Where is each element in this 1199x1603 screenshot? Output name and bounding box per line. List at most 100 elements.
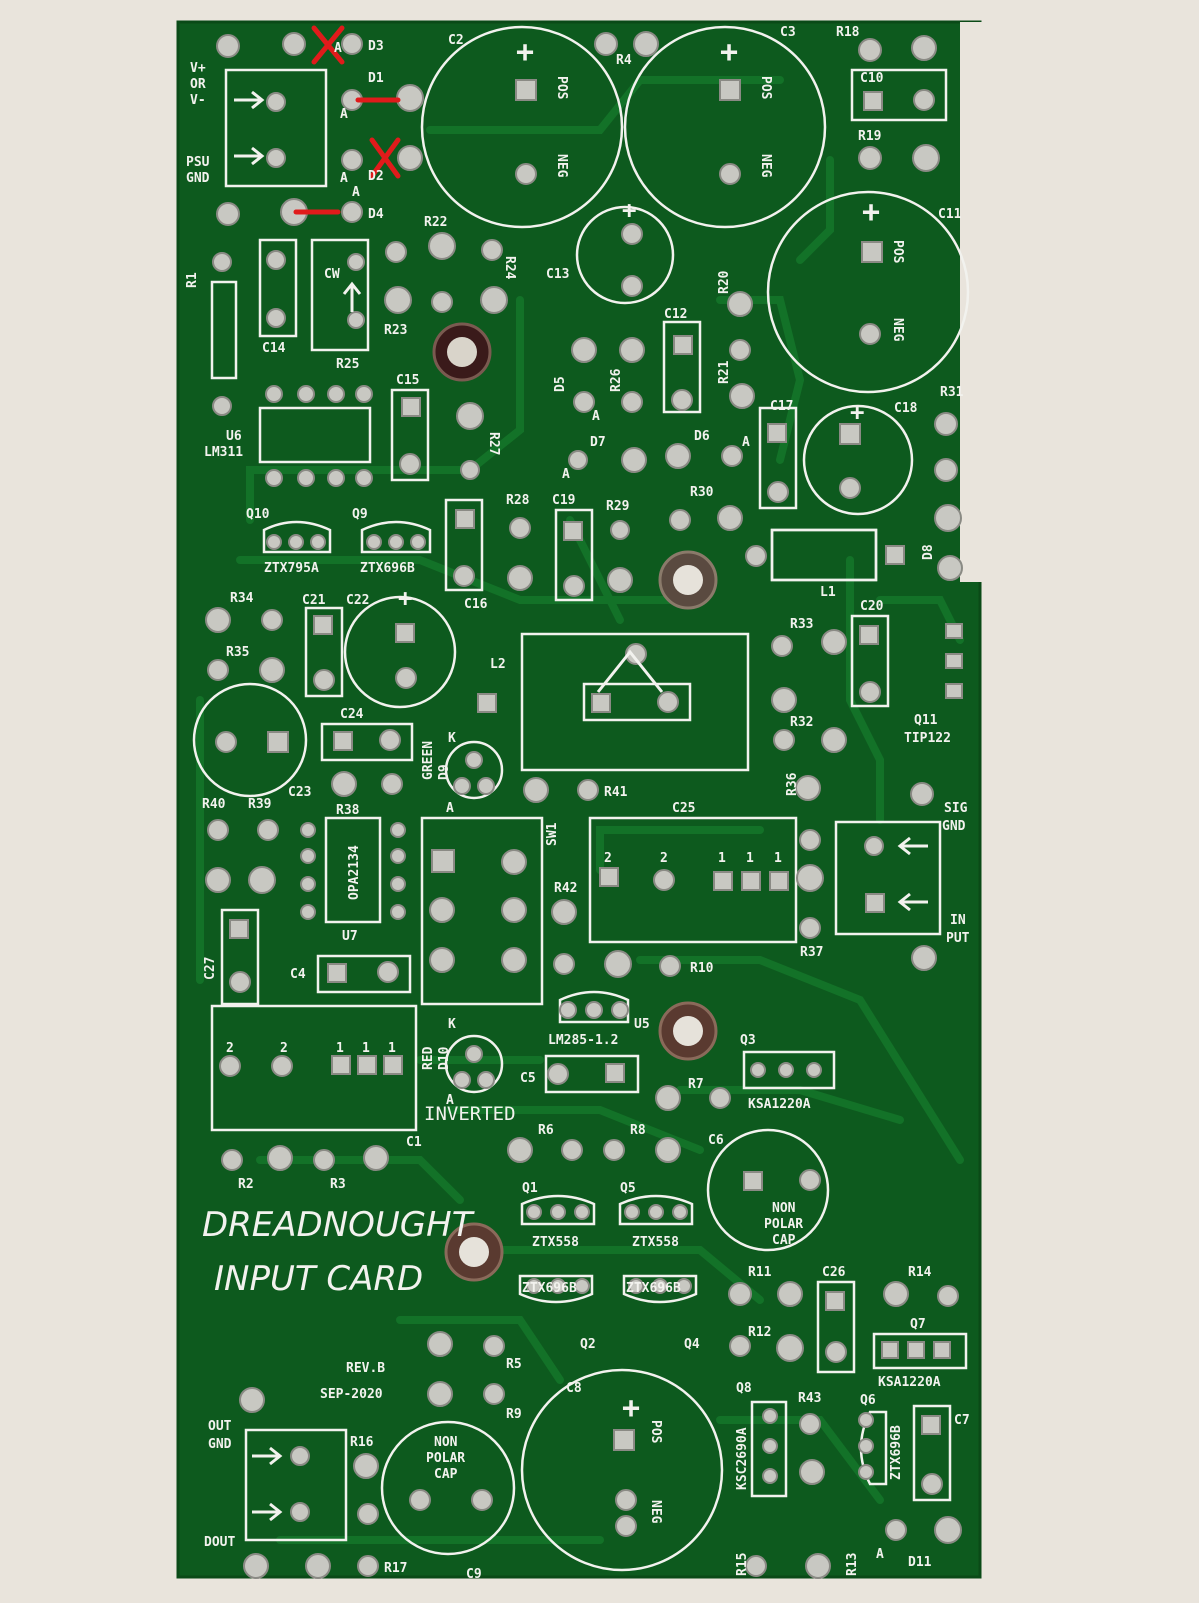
part-label: GREEN [421, 741, 436, 780]
polarity-label: NEG [758, 154, 773, 178]
output-label: DOUT [204, 1535, 235, 1550]
pin-label: 2 [660, 851, 668, 866]
ref-label: R24 [502, 256, 517, 280]
cap-label: CAP [772, 1233, 796, 1248]
polarity-label: NEG [648, 1500, 663, 1524]
cap-c25-outline [588, 816, 798, 944]
cap-c2-outline [420, 25, 624, 229]
part-label: ZTX696B [626, 1281, 681, 1296]
ref-label: Q11 [914, 713, 938, 728]
copper-traces [196, 76, 964, 1544]
ref-label: U7 [342, 929, 358, 944]
ref-label: D11 [908, 1555, 932, 1570]
polarity-label: POS [758, 76, 773, 100]
ref-label: R29 [606, 499, 629, 514]
ref-label: C8 [566, 1381, 582, 1396]
ref-label: R28 [506, 493, 530, 508]
polarity-label: POS [648, 1420, 663, 1444]
ref-label: Q7 [910, 1317, 926, 1332]
ref-label: R36 [785, 772, 800, 796]
part-label: KSA1220A [748, 1097, 811, 1112]
ref-label: D3 [368, 39, 384, 54]
polarity-label: A [876, 1547, 884, 1562]
ref-label: R1 [185, 272, 200, 288]
ref-label: R39 [248, 797, 271, 812]
ref-label: D8 [921, 544, 936, 560]
input-label: GND [942, 819, 966, 834]
cap-label: POLAR [426, 1451, 465, 1466]
ref-label: R14 [908, 1265, 932, 1280]
ref-label: C11 [938, 207, 962, 222]
ref-label: C17 [770, 399, 793, 414]
ref-label: C15 [396, 373, 419, 388]
ref-label: R15 [735, 1553, 750, 1576]
ref-label: C24 [340, 707, 364, 722]
ref-label: SW1 [545, 822, 560, 846]
ref-label: C14 [262, 341, 286, 356]
pin-label: 1 [718, 851, 726, 866]
ref-label: R37 [800, 945, 823, 960]
cap-label: NON [434, 1435, 458, 1450]
ref-label: C13 [546, 267, 569, 282]
ref-label: Q9 [352, 507, 368, 522]
ref-label: C19 [552, 493, 575, 508]
ref-label: Q6 [860, 1393, 876, 1408]
ref-label: C23 [288, 785, 311, 800]
ref-label: Q1 [522, 1181, 538, 1196]
ref-label: R40 [202, 797, 226, 812]
ref-label: U5 [634, 1017, 650, 1032]
part-label: ZTX558 [532, 1235, 579, 1250]
output-label: OUT [208, 1419, 232, 1434]
ref-label: R12 [748, 1325, 771, 1340]
cap-c6-outline [706, 1128, 830, 1252]
cap-label: CAP [434, 1467, 458, 1482]
ref-label: R38 [336, 803, 360, 818]
polarity-label: POS [890, 240, 905, 264]
ref-label: L1 [820, 585, 836, 600]
output-label: GND [208, 1437, 232, 1452]
ref-label: C20 [860, 599, 884, 614]
input-label: SIG [944, 801, 968, 816]
ref-label: C12 [664, 307, 687, 322]
pin-label: 1 [774, 851, 782, 866]
part-label: ZTX795A [264, 561, 319, 576]
cap-c3-outline [623, 25, 827, 229]
cap-label: POLAR [764, 1217, 803, 1232]
ref-label: R25 [336, 357, 359, 372]
ref-label: R6 [538, 1123, 554, 1138]
polarity-label: POS [554, 76, 569, 100]
polarity-label: A [340, 107, 348, 122]
ref-label: C18 [894, 401, 918, 416]
ref-label: U6 [226, 429, 242, 444]
inverted-label: INVERTED [424, 1103, 516, 1125]
ref-label: LM311 [204, 445, 243, 460]
ref-label: R2 [238, 1177, 254, 1192]
ref-label: C5 [520, 1071, 536, 1086]
solder-pads [205, 31, 963, 1579]
part-label: OPA2134 [347, 845, 362, 900]
part-label: LM285-1.2 [548, 1033, 618, 1048]
ref-label: R4 [616, 53, 632, 68]
ref-label: C1 [406, 1135, 422, 1150]
cap-label: NON [772, 1201, 796, 1216]
part-label: KSA1220A [878, 1375, 941, 1390]
ref-label: R18 [836, 25, 860, 40]
output-connector-outline [244, 1428, 348, 1542]
ref-label: R23 [384, 323, 407, 338]
ref-label: C16 [464, 597, 488, 612]
ref-label: L2 [490, 657, 506, 672]
polarity-label: A [562, 467, 570, 482]
part-label: RED [421, 1046, 436, 1070]
ref-label: R10 [690, 961, 714, 976]
ref-label: C9 [466, 1567, 482, 1582]
part-label: KSC2690A [735, 1427, 750, 1490]
ref-label: Q5 [620, 1181, 636, 1196]
inductor-l2-outline [520, 632, 750, 772]
arrow-right-icon [252, 1446, 283, 1466]
board-date: SEP-2020 [320, 1387, 383, 1402]
power-label: GND [186, 171, 210, 186]
polarity-plus: + [720, 35, 738, 70]
ref-label: R19 [858, 129, 881, 144]
part-label: TIP122 [904, 731, 951, 746]
